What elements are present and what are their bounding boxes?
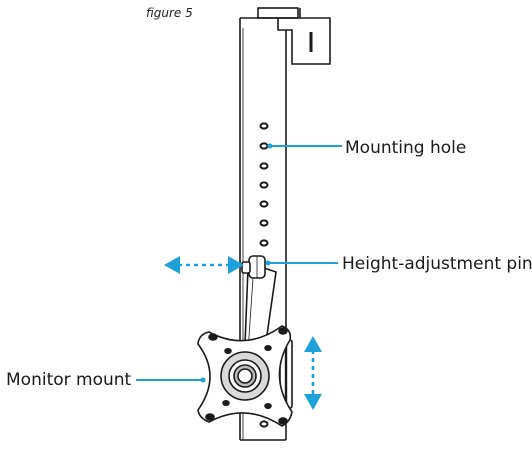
figure-label: figure 5 (146, 6, 193, 20)
monitor-mount-label: Monitor mount (6, 370, 132, 390)
height-adjustment-pin-label: Height-adjustment pin (342, 254, 532, 274)
callout-lines (136, 143, 342, 383)
horizontal-adjust-arrow (164, 256, 244, 274)
top-hook (240, 7, 331, 65)
monitor-mount-plate (197, 325, 293, 427)
height-adjustment-pin (241, 255, 266, 279)
mounting-hole-label: Mounting hole (345, 138, 467, 158)
vertical-adjust-arrow (304, 336, 322, 410)
